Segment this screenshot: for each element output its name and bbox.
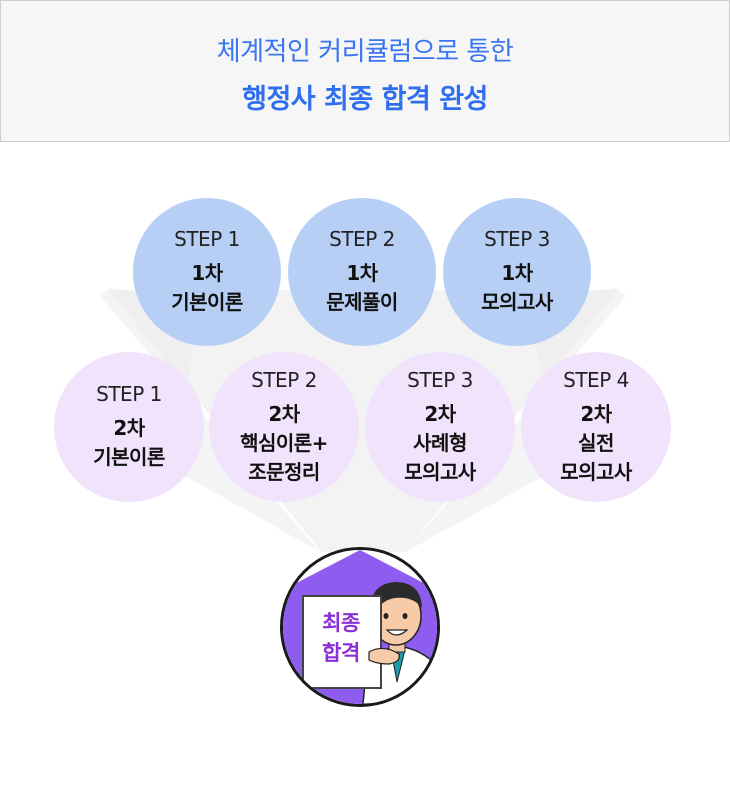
- second-stage-step-3: STEP 3 2차 사례형 모의고사: [365, 352, 515, 502]
- header-subtitle: 체계적인 커리큘럼으로 통한: [216, 37, 514, 67]
- stage-level: 2차: [268, 401, 300, 426]
- final-pass-text: 최종 합격: [305, 608, 377, 668]
- step-title-line2: 모의고사: [560, 459, 632, 484]
- step-title: 모의고사: [481, 290, 553, 314]
- stage-level: 2차: [424, 401, 456, 426]
- second-stage-step-2: STEP 2 2차 핵심이론+ 조문정리: [209, 352, 359, 502]
- step-title-line2: 조문정리: [248, 459, 320, 484]
- step-title: 실전: [578, 430, 614, 455]
- header-title: 행정사 최종 합격 완성: [242, 84, 488, 115]
- step-label: STEP 1: [174, 227, 240, 251]
- step-label: STEP 2: [251, 367, 317, 392]
- step-title: 문제풀이: [326, 290, 398, 314]
- final-pass-line1: 최종: [322, 611, 360, 635]
- step-label: STEP 4: [563, 367, 629, 392]
- step-label: STEP 2: [329, 227, 395, 251]
- stage-level: 1차: [191, 261, 223, 285]
- second-stage-step-4: STEP 4 2차 실전 모의고사: [521, 352, 671, 502]
- stage-level: 1차: [501, 261, 533, 285]
- first-stage-step-2: STEP 2 1차 문제풀이: [288, 198, 436, 346]
- step-title: 기본이론: [93, 445, 165, 469]
- step-label: STEP 1: [96, 382, 162, 406]
- stage-level: 2차: [580, 401, 612, 426]
- first-stage-step-1: STEP 1 1차 기본이론: [133, 198, 281, 346]
- step-label: STEP 3: [407, 367, 473, 392]
- step-title: 기본이론: [171, 290, 243, 314]
- step-title: 핵심이론+: [240, 430, 328, 455]
- step-title-line2: 모의고사: [404, 459, 476, 484]
- man-holding-sign-illustration: [283, 550, 437, 704]
- stage-level: 2차: [113, 416, 145, 440]
- step-label: STEP 3: [484, 227, 550, 251]
- stage-level: 1차: [346, 261, 378, 285]
- first-stage-step-3: STEP 3 1차 모의고사: [443, 198, 591, 346]
- final-pass-line2: 합격: [322, 641, 360, 665]
- step-title: 사례형: [413, 430, 467, 455]
- header-banner: 체계적인 커리큘럼으로 통한 행정사 최종 합격 완성: [0, 0, 730, 142]
- second-stage-step-1: STEP 1 2차 기본이론: [54, 352, 204, 502]
- final-pass-badge: 최종 합격: [280, 547, 440, 707]
